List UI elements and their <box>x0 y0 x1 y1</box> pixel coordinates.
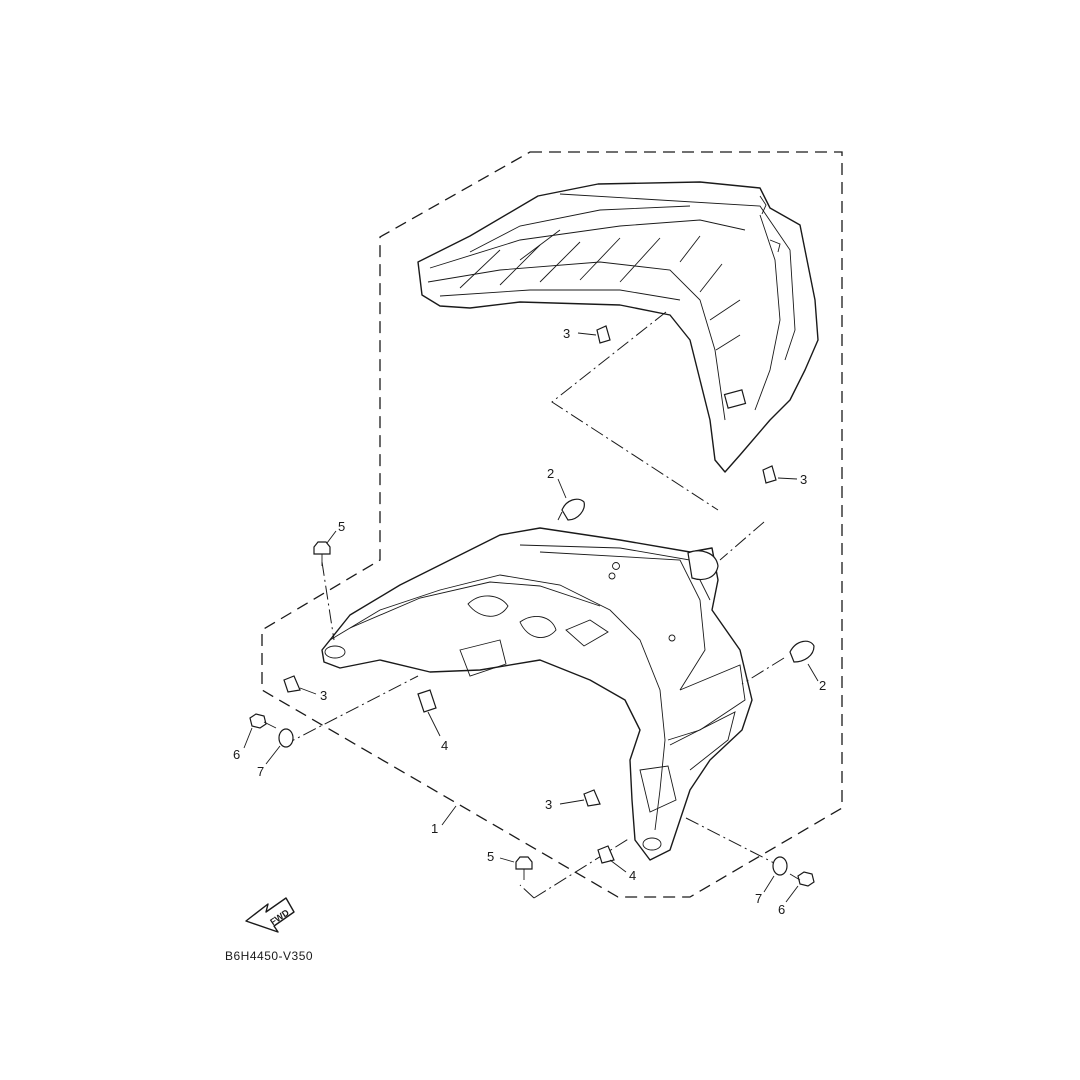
callout-3: 3 <box>320 688 327 703</box>
callout-1: 1 <box>431 821 438 836</box>
grommet-2-upper <box>561 498 585 521</box>
grommet-2-right <box>789 640 815 663</box>
callout-2: 2 <box>819 678 826 693</box>
callout-3: 3 <box>545 797 552 812</box>
fwd-arrow-icon: FWD <box>245 897 295 933</box>
lower-rear-frame <box>321 527 753 861</box>
alignment-lines <box>281 311 785 899</box>
callout-5: 5 <box>487 849 494 864</box>
callout-7: 7 <box>257 764 264 779</box>
bolt-6-left <box>249 713 267 729</box>
callout-3: 3 <box>800 472 807 487</box>
clip-4-left <box>417 689 437 713</box>
bolt-6-right <box>797 871 815 887</box>
bolt-5-bottom <box>515 856 533 870</box>
callout-4: 4 <box>629 868 636 883</box>
part-code: B6H4450-V350 <box>225 949 313 963</box>
callout-4: 4 <box>441 738 448 753</box>
callout-7: 7 <box>755 891 762 906</box>
callouts: 3 3 2 5 2 3 4 6 7 3 1 5 4 7 6 <box>233 326 826 917</box>
callout-3: 3 <box>563 326 570 341</box>
callout-6: 6 <box>778 902 785 917</box>
washer-7-left <box>278 728 294 748</box>
callout-6: 6 <box>233 747 240 762</box>
leader-lines <box>243 332 819 903</box>
nut-3-upper <box>596 325 611 344</box>
upper-cowling <box>417 181 819 473</box>
callout-2: 2 <box>547 466 554 481</box>
washer-7-right <box>772 856 788 876</box>
clip-4-bottom <box>597 845 615 864</box>
assembly-boundary <box>261 151 843 898</box>
hardware <box>249 325 815 887</box>
fwd-label: FWD <box>268 907 291 927</box>
nut-3-upper-right <box>762 465 777 484</box>
callout-5: 5 <box>338 519 345 534</box>
nut-3-left <box>283 675 301 693</box>
bolt-5-top <box>313 541 331 555</box>
nut-3-lower <box>583 789 601 807</box>
